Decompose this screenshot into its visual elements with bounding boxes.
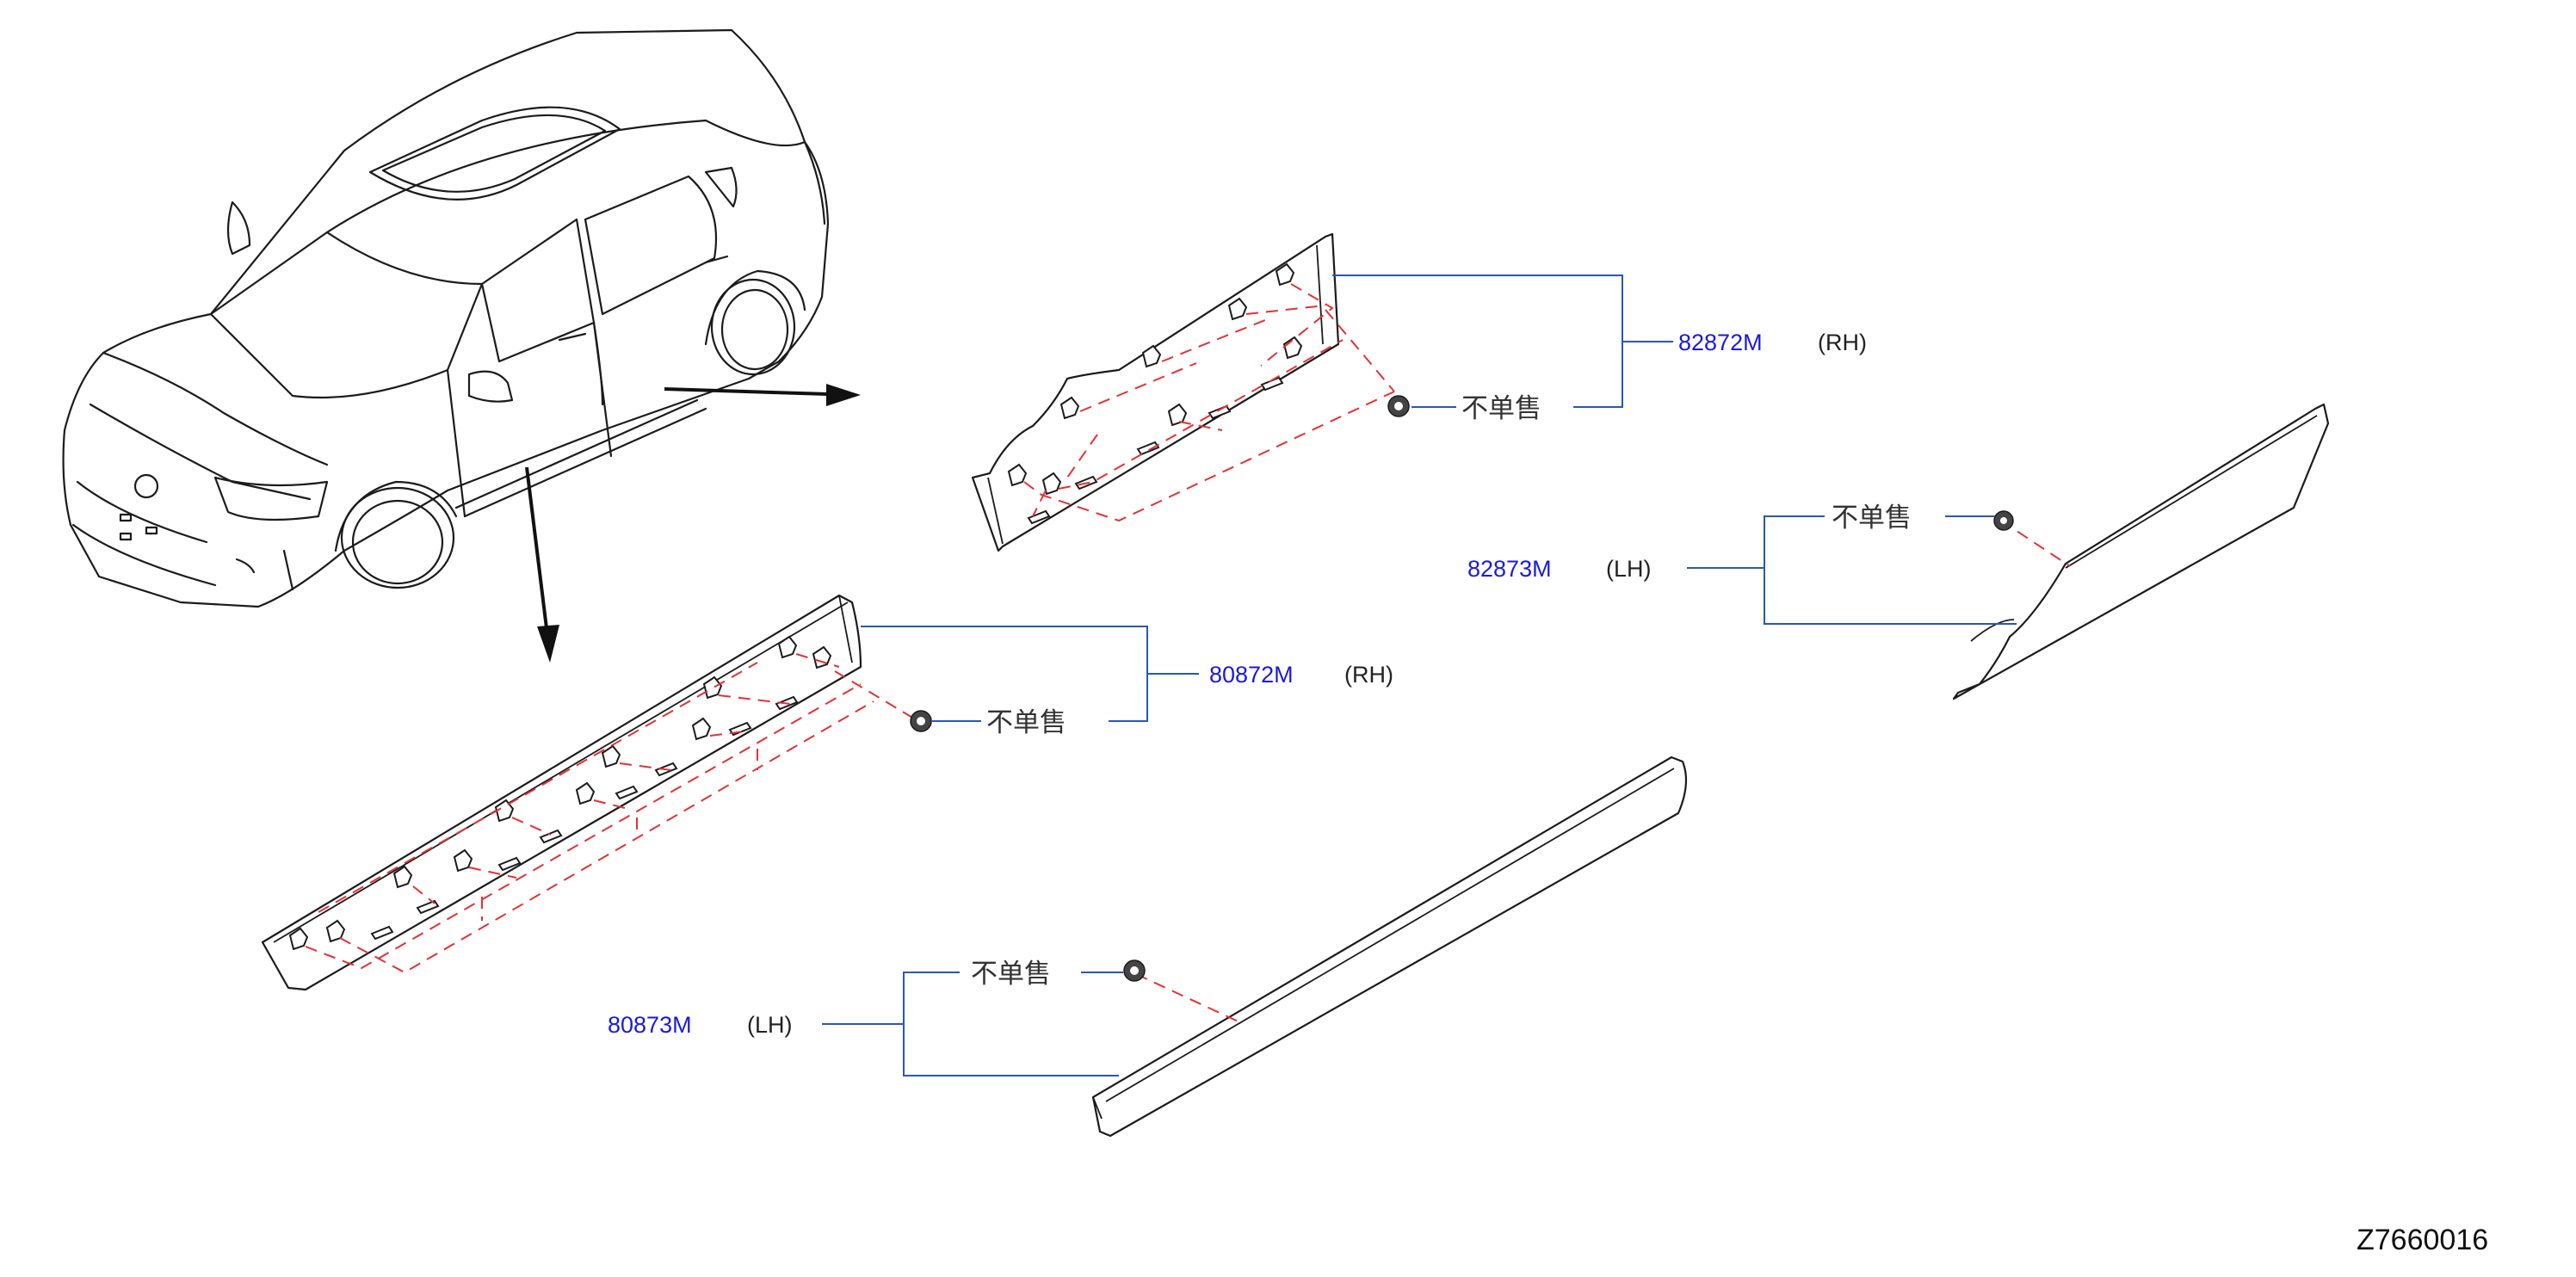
fastener-clip-80873m bbox=[1123, 959, 1146, 982]
part-number-82872m[interactable]: 82872M bbox=[1678, 330, 1763, 355]
part-number-82873m[interactable]: 82873M bbox=[1467, 556, 1552, 582]
vehicle-illustration bbox=[62, 28, 830, 608]
side-label-80872m: (RH) bbox=[1344, 662, 1393, 688]
part-80873m-guides bbox=[1135, 973, 1245, 1025]
fastener-clip-82873m bbox=[1993, 510, 2014, 531]
part-82873m-guides bbox=[2000, 520, 2071, 567]
part-80872m-guides bbox=[305, 653, 915, 974]
not-sold-separately-80873m: 不单售 bbox=[971, 959, 1051, 990]
callout-82873m: 82873M (LH) 不单售 bbox=[1467, 503, 1912, 582]
callout-80873m: 80873M (LH) 不单售 bbox=[608, 959, 1051, 1038]
part-80872m-clips bbox=[288, 635, 832, 951]
not-sold-separately-80872m: 不单售 bbox=[986, 707, 1066, 738]
side-label-82872m: (RH) bbox=[1818, 330, 1867, 355]
part-number-80873m[interactable]: 80873M bbox=[608, 1012, 692, 1038]
direction-arrows bbox=[525, 384, 861, 663]
part-82872m-guides bbox=[1023, 283, 1395, 522]
fastener-clip-80872m bbox=[910, 710, 932, 732]
side-label-82873m: (LH) bbox=[1606, 556, 1652, 582]
part-80872m-molding bbox=[261, 594, 862, 991]
callout-82872m: 82872M (RH) 不单售 bbox=[1461, 330, 1867, 424]
diagram-code: Z7660016 bbox=[2357, 1224, 2488, 1256]
leader-lines bbox=[822, 275, 2017, 1077]
side-label-80873m: (LH) bbox=[747, 1012, 793, 1038]
fastener-clip-82872m bbox=[1387, 395, 1410, 417]
part-80873m-molding bbox=[1091, 756, 1688, 1138]
part-82873m-molding bbox=[1952, 403, 2330, 700]
not-sold-separately-82873m: 不单售 bbox=[1832, 503, 1912, 534]
part-82872m-clips bbox=[1007, 262, 1303, 525]
part-number-80872m[interactable]: 80872M bbox=[1209, 662, 1294, 688]
not-sold-separately-82872m: 不单售 bbox=[1461, 393, 1541, 424]
callout-80872m: 80872M (RH) 不单售 bbox=[986, 662, 1393, 738]
